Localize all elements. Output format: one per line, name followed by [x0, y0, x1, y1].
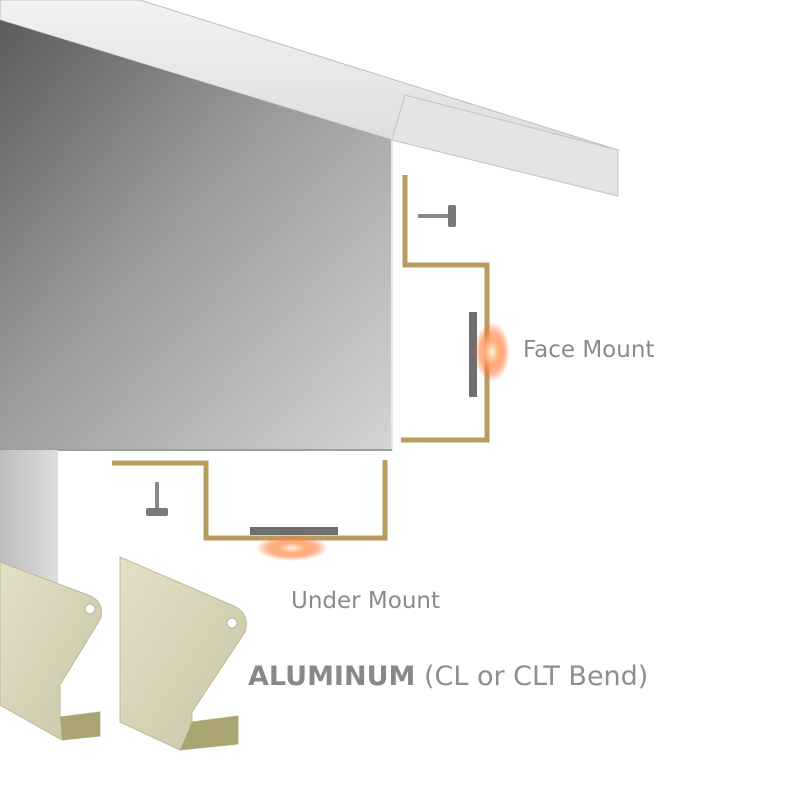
- screw-icon: [146, 482, 168, 516]
- material-bend-note: (CL or CLT Bend): [415, 661, 649, 692]
- face-mount-label: Face Mount: [523, 337, 655, 363]
- under-mount-led-strip: [250, 527, 338, 535]
- under-mount-channel: [112, 460, 388, 541]
- material-caption: ALUMINUM (CL or CLT Bend): [248, 661, 648, 692]
- face-mount-led-strip: [469, 312, 477, 397]
- face-mount-channel: [401, 175, 490, 443]
- led-glow-icon: [256, 535, 328, 561]
- under-mount-label: Under Mount: [291, 588, 441, 614]
- led-glow-icon: [474, 322, 510, 382]
- screw-icon: [418, 205, 456, 227]
- material-name: ALUMINUM: [248, 661, 416, 692]
- aluminum-extrusion-right: [119, 556, 247, 751]
- fascia-wall: [0, 20, 393, 451]
- aluminum-extrusion-left: [0, 561, 102, 741]
